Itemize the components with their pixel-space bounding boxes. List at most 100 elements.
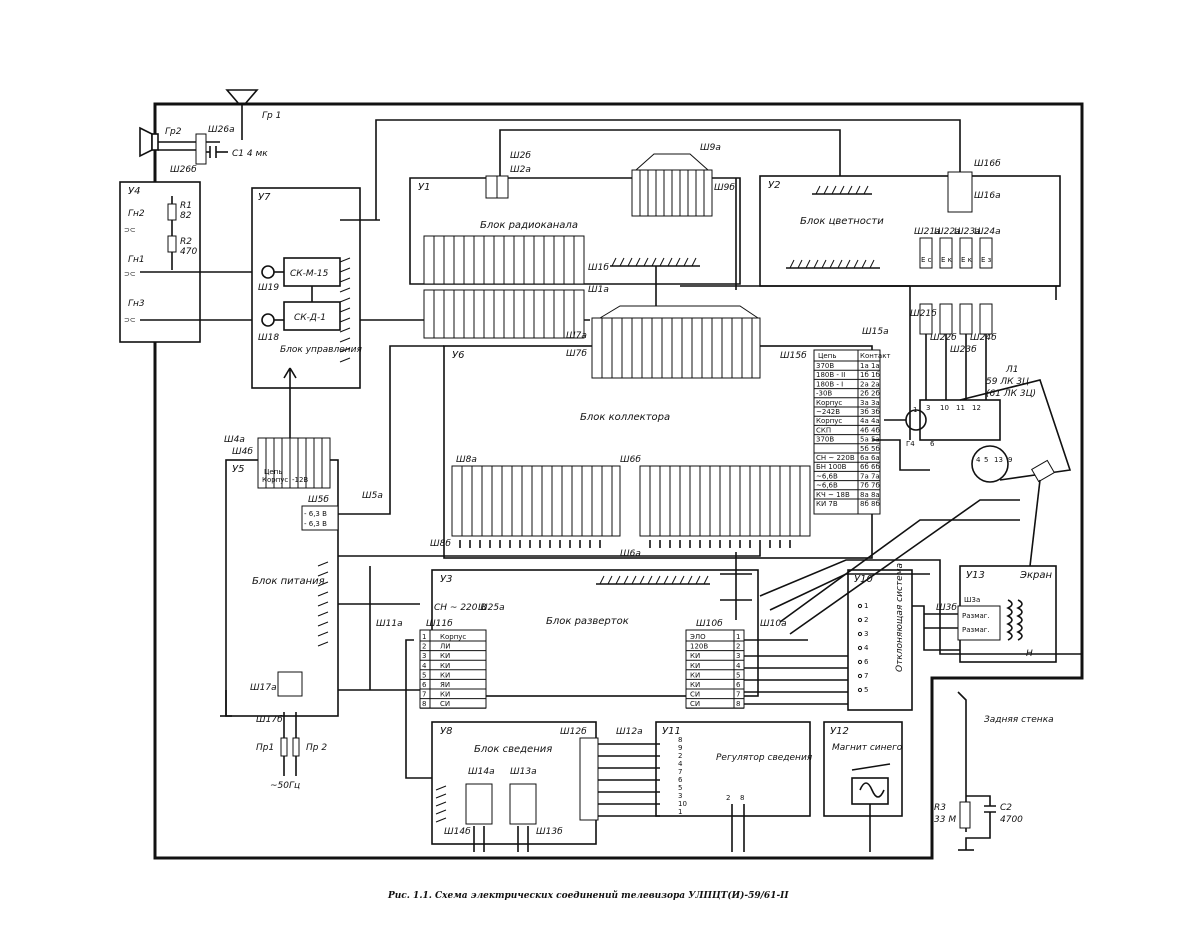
u3-right-pin-number: 2 bbox=[736, 643, 740, 651]
u2-pin-ek2: Е к bbox=[961, 256, 972, 264]
sh16b-label: Ш16б bbox=[974, 159, 1001, 169]
u10-pin-dot bbox=[857, 645, 863, 651]
u3-left-pin-number: 3 bbox=[422, 652, 426, 660]
u6-row-circuit: КЧ ~ 18В bbox=[816, 491, 850, 499]
u6-row-circuit: ~6,6В bbox=[816, 482, 838, 490]
u7-id: У7 bbox=[258, 192, 271, 203]
u3-right-row-label: СИ bbox=[690, 691, 700, 699]
c2-label: С2 bbox=[1000, 803, 1012, 813]
u3-supply: СН ~ 220 В bbox=[434, 603, 487, 613]
block-u5: У5 Блок питания Ш4а Ш4б Цепь Корпус -12В… bbox=[220, 345, 444, 791]
u5-id: У5 bbox=[232, 464, 244, 475]
u6-row-contact: 2б 2б bbox=[860, 390, 880, 398]
u5-v1: - 6,3 В bbox=[304, 510, 327, 518]
u10-pin-label: 4 bbox=[864, 644, 869, 652]
sh16a-label: Ш16а bbox=[974, 191, 1001, 201]
svg-text:Г4: Г4 bbox=[906, 440, 915, 448]
u7-name: Блок управления bbox=[280, 345, 362, 355]
u6-row-contact: 4б 4б bbox=[860, 426, 880, 434]
u3-left-pin-number: 1 bbox=[422, 633, 426, 641]
svg-text:11: 11 bbox=[956, 404, 965, 412]
u11-id: У11 bbox=[662, 726, 681, 737]
sh17b-label: Ш17б bbox=[256, 715, 283, 725]
block-u2: У2 Блок цветности Ш16б Ш16а Е с Е к Е к … bbox=[375, 119, 1061, 400]
wiring bbox=[338, 285, 1082, 690]
u6-row-circuit: ~6,6В bbox=[816, 472, 838, 480]
u3-right-row-label: СИ bbox=[690, 700, 700, 708]
sh15a-label: Ш15а bbox=[862, 327, 889, 337]
sh14a-label: Ш14а bbox=[468, 767, 495, 777]
r3-label: R3 bbox=[934, 803, 946, 813]
u12-name: Магнит синего bbox=[832, 743, 903, 753]
u3-right-row-label: КИ bbox=[690, 681, 700, 689]
u2-name: Блок цветности bbox=[800, 216, 884, 227]
u10-pin-dot bbox=[857, 659, 863, 665]
u6-row-contact: 8а 8а bbox=[860, 491, 880, 499]
u6-row-contact: 5а 5а bbox=[860, 436, 880, 444]
c2-value: 4700 bbox=[1000, 815, 1023, 825]
sh4a-label: Ш4а bbox=[224, 435, 245, 445]
u10-pin-label: 2 bbox=[864, 616, 868, 624]
u3-right-pin-number: 8 bbox=[736, 700, 740, 708]
u3-left-row-label: ЯИ bbox=[440, 681, 450, 689]
u11-pin-label: 4 bbox=[678, 760, 683, 768]
sh22a-label: Ш22а bbox=[934, 227, 961, 237]
back-wall: Задняя стенка R3 33 М С2 4700 bbox=[934, 691, 1054, 851]
u5-v2: - 6,3 В bbox=[304, 520, 327, 528]
sh22b-label: Ш22б bbox=[930, 333, 957, 343]
u6-row-contact: 3б 3б bbox=[860, 408, 880, 416]
u4-table-case: Корпус bbox=[262, 476, 288, 484]
svg-text:6: 6 bbox=[930, 440, 935, 448]
chassis-frame bbox=[153, 102, 1084, 860]
u6-row-circuit: 180В - I bbox=[816, 380, 843, 388]
u11-pin-label: 2 bbox=[678, 752, 682, 760]
gn2-label: Гн2 bbox=[128, 209, 145, 219]
u1-name: Блок радиоканала bbox=[480, 220, 578, 231]
u3-left-pin-number: 2 bbox=[422, 643, 426, 651]
u6-row-contact: 3а 3а bbox=[860, 399, 880, 407]
sh15b-label: Ш15б bbox=[780, 351, 807, 361]
u11-pin-label: 3 bbox=[678, 792, 682, 800]
svg-text:5: 5 bbox=[984, 456, 988, 464]
u6-row-circuit: Корпус bbox=[816, 417, 842, 425]
l1-label: Л1 bbox=[1005, 365, 1019, 375]
sh26b-label: Ш26б bbox=[170, 165, 197, 175]
loudspeaker-gr2: Гр2 bbox=[139, 126, 220, 158]
u6-row-circuit: ~242В bbox=[816, 408, 840, 416]
sh25a-label: Ш25а bbox=[478, 603, 505, 613]
u10-pin-label: 6 bbox=[864, 658, 869, 666]
gn3-label: Гн3 bbox=[128, 299, 145, 309]
sh3b-label: Ш3б bbox=[936, 603, 957, 613]
l1-type: 59 ЛК 3Ц bbox=[986, 377, 1029, 387]
u11-pin-label: 6 bbox=[678, 776, 683, 784]
u3-left-pin-number: 5 bbox=[422, 671, 426, 679]
u6-row-contact: 2а 2а bbox=[860, 380, 880, 388]
sh6b-label: Ш6б bbox=[620, 455, 641, 465]
u8-id: У8 bbox=[440, 726, 452, 737]
sh21a-label: Ш21а bbox=[914, 227, 941, 237]
gn1-label: Гн1 bbox=[128, 255, 145, 265]
u13-razmag1: Размаг. bbox=[962, 612, 990, 620]
sh17a-label: Ш17а bbox=[250, 683, 277, 693]
u11-pin-label: 9 bbox=[678, 744, 682, 752]
u3-right-pin-number: 4 bbox=[736, 662, 741, 670]
sh2b-label: Ш2б bbox=[510, 151, 531, 161]
loudspeaker-gr1: Гр 1 bbox=[225, 89, 281, 140]
block-u4: У4 R1 82 R2 470 Гн2 ⊃⊂ Гн1 ⊃⊂ Гн3 ⊃⊂ bbox=[119, 181, 260, 343]
svg-text:3: 3 bbox=[926, 404, 930, 412]
sh11b-label: Ш11б bbox=[426, 619, 453, 629]
sh11a-label: Ш11а bbox=[376, 619, 403, 629]
svg-text:9: 9 bbox=[1008, 456, 1012, 464]
u6-row-circuit: КИ 7В bbox=[816, 500, 838, 508]
svg-text:12: 12 bbox=[972, 404, 981, 412]
u6-row-circuit: СН ~ 220В bbox=[816, 454, 855, 462]
u6-row-contact: 7б 7б bbox=[860, 482, 880, 490]
r1-label: R1 bbox=[180, 201, 192, 211]
u11-pin-label: 5 bbox=[678, 784, 682, 792]
sh13b-label: Ш13б bbox=[536, 827, 563, 837]
sh13a-label: Ш13а bbox=[510, 767, 537, 777]
block-u7: У7 СК-М-15 СК-Д-1 Ш19 Ш18 Блок управлени… bbox=[251, 187, 590, 440]
